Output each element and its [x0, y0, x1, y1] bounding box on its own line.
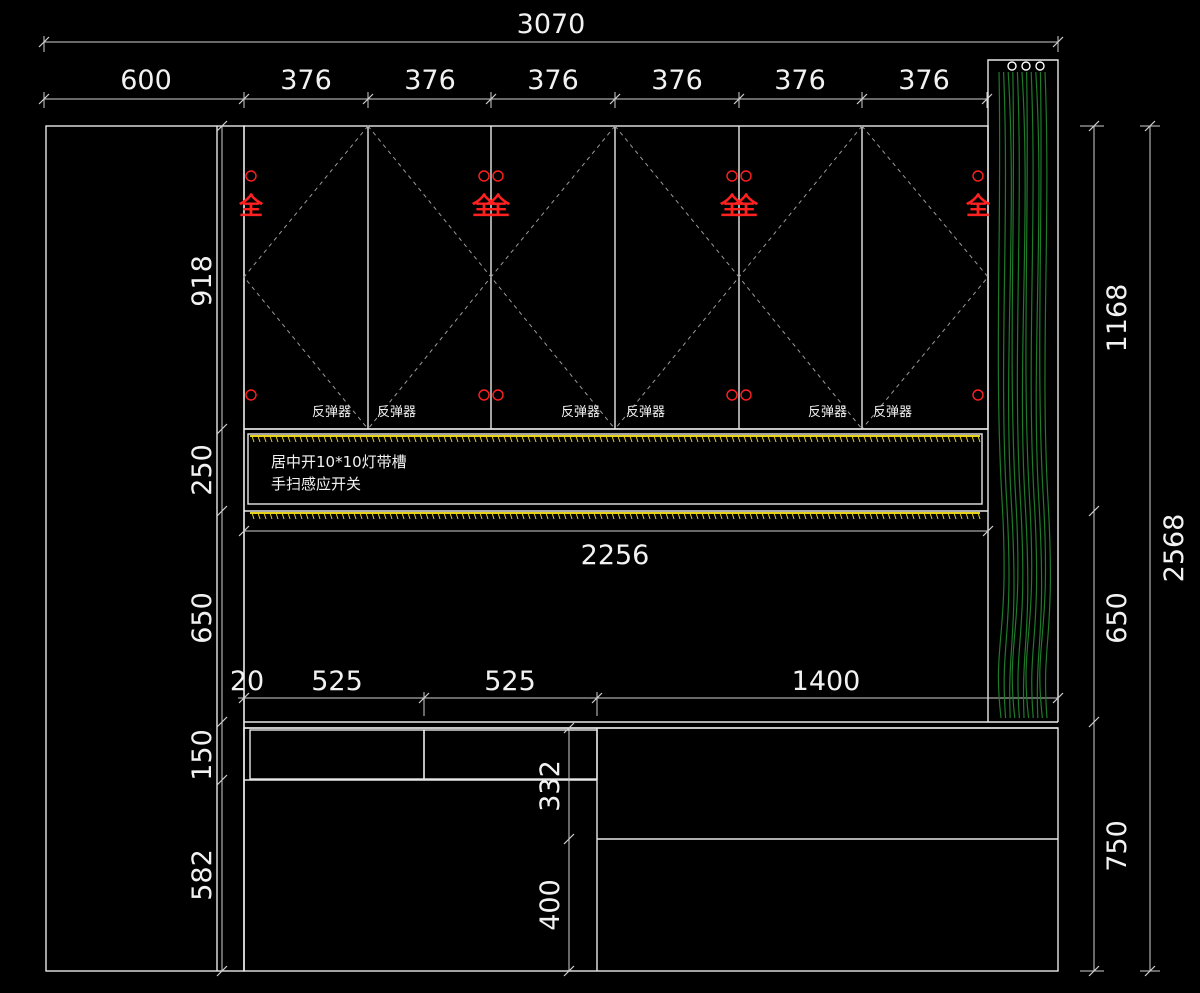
dim-open-section: 650 [1102, 592, 1133, 644]
curtain-drape [997, 61, 1051, 719]
door-swing-6 [861, 125, 989, 430]
dim-door-width-6: 376 [898, 65, 950, 96]
dim-door-width-1: 376 [280, 65, 332, 96]
slot-width-dimension: 2256 [238, 525, 994, 571]
dim-left-panel-width: 600 [120, 65, 172, 96]
door-swing-1 [243, 125, 369, 430]
hinge-circle [245, 389, 257, 401]
rebound-label-5: 反弹器 [808, 405, 847, 420]
hinge-symbol: 全 [238, 192, 264, 220]
door-swing-2 [367, 125, 492, 430]
hinge-symbol: 全 [471, 192, 497, 220]
hinge-circle [478, 389, 490, 401]
hinge-circle [740, 389, 752, 401]
light-slot-note-1: 居中开10*10灯带槽 [271, 453, 407, 471]
door-swing-4 [614, 125, 740, 430]
light-slot: 居中开10*10灯带槽 手扫感应开关 [244, 428, 988, 520]
dim-door-width-2: 376 [404, 65, 456, 96]
dim-door-width-3: 376 [527, 65, 579, 96]
dim-upper-section: 1168 [1102, 284, 1133, 353]
hinge-symbol: 全 [965, 192, 991, 220]
cabinet-outlines [45, 59, 1059, 972]
dim-open-niche: 650 [187, 592, 218, 644]
light-slot-note-2: 手扫感应开关 [271, 475, 361, 493]
rebound-label-1: 反弹器 [312, 405, 351, 420]
dim-door-width-5: 376 [774, 65, 826, 96]
hinge-circle [972, 389, 984, 401]
dim-upper-cabinet: 918 [187, 255, 218, 307]
dim-mid-lower: 400 [535, 879, 566, 931]
dim-mid-upper: 332 [535, 760, 566, 812]
hinge-symbol: 全 [485, 192, 511, 220]
hinge-markers: 全全全全全全 [238, 170, 991, 401]
dim-gap: 20 [230, 666, 264, 697]
rebound-label-6: 反弹器 [873, 405, 912, 420]
hinge-circle [245, 170, 257, 182]
drawer-left [249, 729, 425, 780]
dim-drawer: 150 [187, 729, 218, 781]
hinge-circle [492, 389, 504, 401]
dim-overall-height: 2568 [1159, 514, 1190, 583]
dim-drawer-right: 525 [484, 666, 536, 697]
hinge-circle [972, 170, 984, 182]
hinge-symbol: 全 [733, 192, 759, 220]
rebound-label-3: 反弹器 [561, 405, 600, 420]
dim-overall-width: 3070 [517, 9, 586, 40]
door-swing-5 [738, 125, 863, 430]
upper-doors [243, 125, 989, 430]
lower-cabinet-block [243, 727, 1059, 972]
hinge-symbol: 全 [719, 192, 745, 220]
drawer-right [423, 729, 598, 780]
rebound-label-2: 反弹器 [377, 405, 416, 420]
door-swing-3 [490, 125, 616, 430]
left-vertical-dims: 918 250 650 150 582 [187, 120, 228, 977]
hinge-circle [740, 170, 752, 182]
left-tall-panel [45, 125, 245, 972]
top-dimension-chains: 3070 600 376 376 376 376 376 376 [38, 9, 1064, 108]
dim-lower-cabinet: 582 [187, 849, 218, 901]
dim-slot-width: 2256 [581, 540, 650, 571]
middle-vertical-dims: 332 400 [535, 722, 575, 977]
lower-dimension-chain: 20 525 525 1400 [230, 666, 1064, 716]
upper-cabinet-block [243, 125, 989, 430]
rebound-device-labels: 反弹器 反弹器 反弹器 反弹器 反弹器 反弹器 [312, 405, 912, 420]
dim-drawer-left: 525 [311, 666, 363, 697]
dim-right-cabinet: 1400 [792, 666, 861, 697]
hinge-circle [726, 170, 738, 182]
dim-door-width-4: 376 [651, 65, 703, 96]
right-vertical-dims: 1168 650 750 2568 [1080, 120, 1190, 977]
hinge-circle [726, 389, 738, 401]
hinge-circle [478, 170, 490, 182]
dim-lower-section: 750 [1102, 820, 1133, 872]
rebound-label-4: 反弹器 [626, 405, 665, 420]
dim-light-slot: 250 [187, 444, 218, 496]
hinge-circle [492, 170, 504, 182]
